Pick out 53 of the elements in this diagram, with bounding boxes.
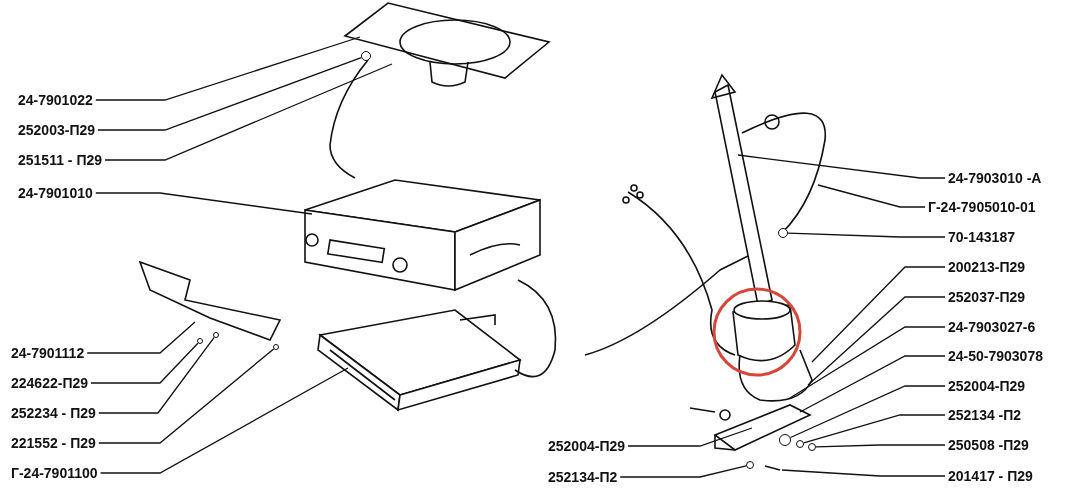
part-number: 24-7903010 -A bbox=[945, 170, 1045, 186]
leader-line bbox=[95, 192, 313, 215]
part-number: 24-7903027-6 bbox=[945, 319, 1039, 335]
part-number: 224622-П29 bbox=[8, 375, 91, 391]
part-number: Г-24-7901100 bbox=[8, 465, 101, 481]
leader-line bbox=[99, 367, 349, 474]
washer-part bbox=[213, 332, 219, 338]
leader-line bbox=[86, 321, 196, 354]
washer-part bbox=[778, 228, 788, 238]
leader-line bbox=[803, 414, 946, 444]
leader-line bbox=[781, 469, 946, 477]
leader-line bbox=[811, 266, 946, 363]
leader-line bbox=[98, 348, 275, 444]
part-number: 251511 - П29 bbox=[15, 152, 106, 168]
part-number: 252037-П29 bbox=[945, 289, 1028, 305]
leader-line bbox=[98, 336, 215, 414]
part-number: 24-50-7903078 bbox=[945, 348, 1046, 364]
part-number: 24-7901112 bbox=[8, 345, 88, 361]
part-number: 24-7901022 bbox=[15, 92, 96, 108]
leader-line bbox=[799, 355, 946, 413]
part-number: 250508 -П29 bbox=[945, 437, 1032, 453]
part-number: 24-7901010 bbox=[15, 185, 96, 201]
leader-line bbox=[787, 232, 946, 238]
part-number: 70-143187 bbox=[945, 229, 1018, 245]
washer-part bbox=[746, 461, 754, 469]
part-number: 252004-П29 bbox=[545, 438, 628, 454]
leader-line bbox=[789, 385, 946, 439]
leader-line bbox=[90, 342, 199, 384]
leader-line bbox=[104, 63, 393, 161]
leader-line bbox=[627, 427, 753, 447]
part-number: 252134-П2 bbox=[545, 469, 621, 485]
leader-line bbox=[619, 465, 747, 478]
leader-line bbox=[817, 184, 926, 208]
part-number: 252004-П29 bbox=[945, 378, 1028, 394]
washer-part bbox=[808, 443, 816, 451]
part-number: 200213-П29 bbox=[945, 259, 1028, 275]
leader-line bbox=[737, 154, 946, 179]
leader-line bbox=[95, 36, 361, 101]
leader-line bbox=[97, 57, 362, 131]
washer-part bbox=[779, 434, 791, 446]
part-number: Г-24-7905010-01 bbox=[925, 199, 1039, 215]
part-number: 221552 - П29 bbox=[8, 435, 99, 451]
washer-part bbox=[796, 440, 804, 448]
leader-line bbox=[815, 444, 946, 448]
part-number: 252134 -П2 bbox=[945, 407, 1025, 423]
part-number: 252003-П29 bbox=[15, 122, 98, 138]
washer-part bbox=[361, 51, 371, 61]
part-number: 201417 - П29 bbox=[945, 468, 1036, 484]
washer-part bbox=[273, 344, 279, 350]
part-number: 252234 - П29 bbox=[8, 405, 99, 421]
leader-line bbox=[789, 326, 946, 399]
washer-part bbox=[197, 338, 203, 344]
leader-line bbox=[807, 296, 946, 386]
